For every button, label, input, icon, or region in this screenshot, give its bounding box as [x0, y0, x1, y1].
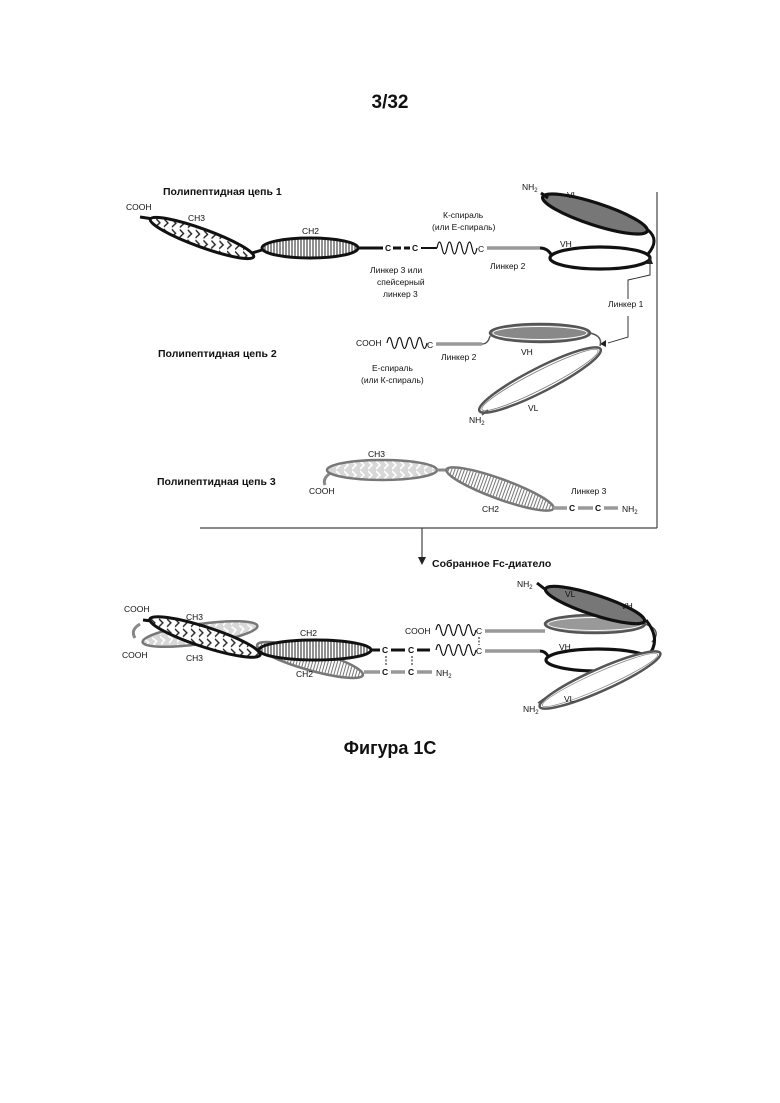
- assembled-ch3-label-2: CH3: [186, 653, 203, 663]
- chain1-hinge: [252, 250, 262, 253]
- figure-caption: Фигура 1С: [0, 738, 780, 759]
- chain2-cys: C: [427, 340, 433, 350]
- assembled-coil-top: [436, 625, 476, 636]
- assembled-ch2-label-1: CH2: [300, 628, 317, 638]
- chain3-cys-2: C: [595, 503, 601, 513]
- assembled-fc-diabody: Собранное Fc-диатело COOH COOH CH3 CH3 C…: [122, 558, 665, 717]
- chain1-vl-label: VL: [567, 190, 578, 200]
- assembled-title: Собранное Fc-диатело: [432, 558, 551, 570]
- assembled-ch2-label-2: CH2: [296, 669, 313, 679]
- chain3-linker3-label: Линкер 3: [571, 486, 607, 496]
- chain2: Полипептидная цепь 2 COOH C Линкер 2 VH …: [158, 324, 606, 427]
- assembled-nh2-bottom: NH2: [523, 704, 539, 716]
- chain3-ch2-domain: [443, 460, 557, 518]
- assembled-vl-label-bottom: VL: [564, 694, 575, 704]
- assembled-vh-label-top: VH: [621, 601, 633, 611]
- chain2-nh2-label: NH2: [469, 415, 485, 427]
- chain1-cys-3: C: [478, 244, 484, 254]
- chain2-linker2-label: Линкер 2: [441, 352, 477, 362]
- assembled-nh2-top: NH2: [517, 579, 533, 591]
- chain1-title: Полипептидная цепь 1: [163, 186, 282, 198]
- assembled-vh-black-stem: [540, 651, 548, 656]
- assembled-ch3-label-1: CH3: [186, 612, 203, 622]
- chain3-title: Полипептидная цепь 3: [157, 476, 276, 488]
- chain2-title: Полипептидная цепь 2: [158, 348, 277, 360]
- assembled-cooh-2: COOH: [122, 650, 148, 660]
- assembled-cys-coil-1: C: [476, 626, 482, 636]
- assembled-cys-b1: C: [382, 645, 388, 655]
- chain3-ch3-label: CH3: [368, 449, 385, 459]
- assembled-cooh-1: COOH: [124, 604, 150, 614]
- chain1-linker2-label: Линкер 2: [490, 261, 526, 271]
- assembled-nh2-black-tail: [537, 583, 546, 590]
- assembled-nh2-gray: NH2: [436, 668, 452, 680]
- chain1-linker1-loop: [648, 230, 654, 254]
- chain2-vl-label: VL: [528, 403, 539, 413]
- chain1-ch2-label: CH2: [302, 226, 319, 236]
- chain1-linker3-line3: линкер 3: [383, 289, 418, 299]
- chain3: Полипептидная цепь 3 CH3 COOH CH2 Линкер…: [157, 449, 638, 518]
- assembled-cys-coil-2: C: [476, 646, 482, 656]
- chain1-ch2-domain: [262, 238, 358, 258]
- chain1-vl-domain: [539, 187, 650, 242]
- chain2-coil-title: Е-спираль: [372, 363, 414, 373]
- chain2-cooh-label: COOH: [356, 338, 382, 348]
- chain1-k-coil: [437, 242, 477, 254]
- chain1-ch3-label: CH3: [188, 213, 205, 223]
- linker1-label: Линкер 1: [608, 299, 644, 309]
- chain1-vh-label: VH: [560, 239, 572, 249]
- chain1-linker3-line2: спейсерный: [377, 277, 425, 287]
- chain1-coil-alt: (или Е-спираль): [432, 222, 496, 232]
- chain1-nh2-label: NH2: [522, 182, 538, 194]
- chain3-cooh-label: COOH: [309, 486, 335, 496]
- chain2-coil-alt: (или К-спираль): [361, 375, 424, 385]
- chain1-cooh-label: COOH: [126, 202, 152, 212]
- chain2-e-coil: [387, 338, 427, 349]
- chain3-ch3-domain: [327, 460, 437, 480]
- chain1-vh-domain: [550, 247, 650, 269]
- chain1: Полипептидная цепь 1 COOH CH3 CH2 C C C …: [126, 182, 654, 299]
- chain1-cys-1: C: [385, 243, 391, 253]
- assembled-cys-b2: C: [408, 645, 414, 655]
- chain3-ch2-label: CH2: [482, 504, 499, 514]
- assembled-cys-g1: C: [382, 667, 388, 677]
- chain2-linker1: [590, 333, 601, 346]
- chain1-linker3-line1: Линкер 3 или: [370, 265, 422, 275]
- assembled-coil-bottom: [436, 645, 476, 656]
- chain2-vh-label: VH: [521, 347, 533, 357]
- assembled-vl-label-top: VL: [565, 589, 576, 599]
- assembled-vh-label-mid: VH: [559, 642, 571, 652]
- assembled-ch2-black: [259, 640, 371, 660]
- chain1-coil-title: К-спираль: [443, 210, 484, 220]
- chain1-cys-2: C: [412, 243, 418, 253]
- chain2-vh-stem: [482, 336, 490, 344]
- assembled-cooh-coil: COOH: [405, 626, 431, 636]
- assembled-cys-g2: C: [408, 667, 414, 677]
- chain3-nh2-label: NH2: [622, 504, 638, 516]
- chain3-cys-1: C: [569, 503, 575, 513]
- assembled-gray-cooh-tail: [133, 624, 140, 638]
